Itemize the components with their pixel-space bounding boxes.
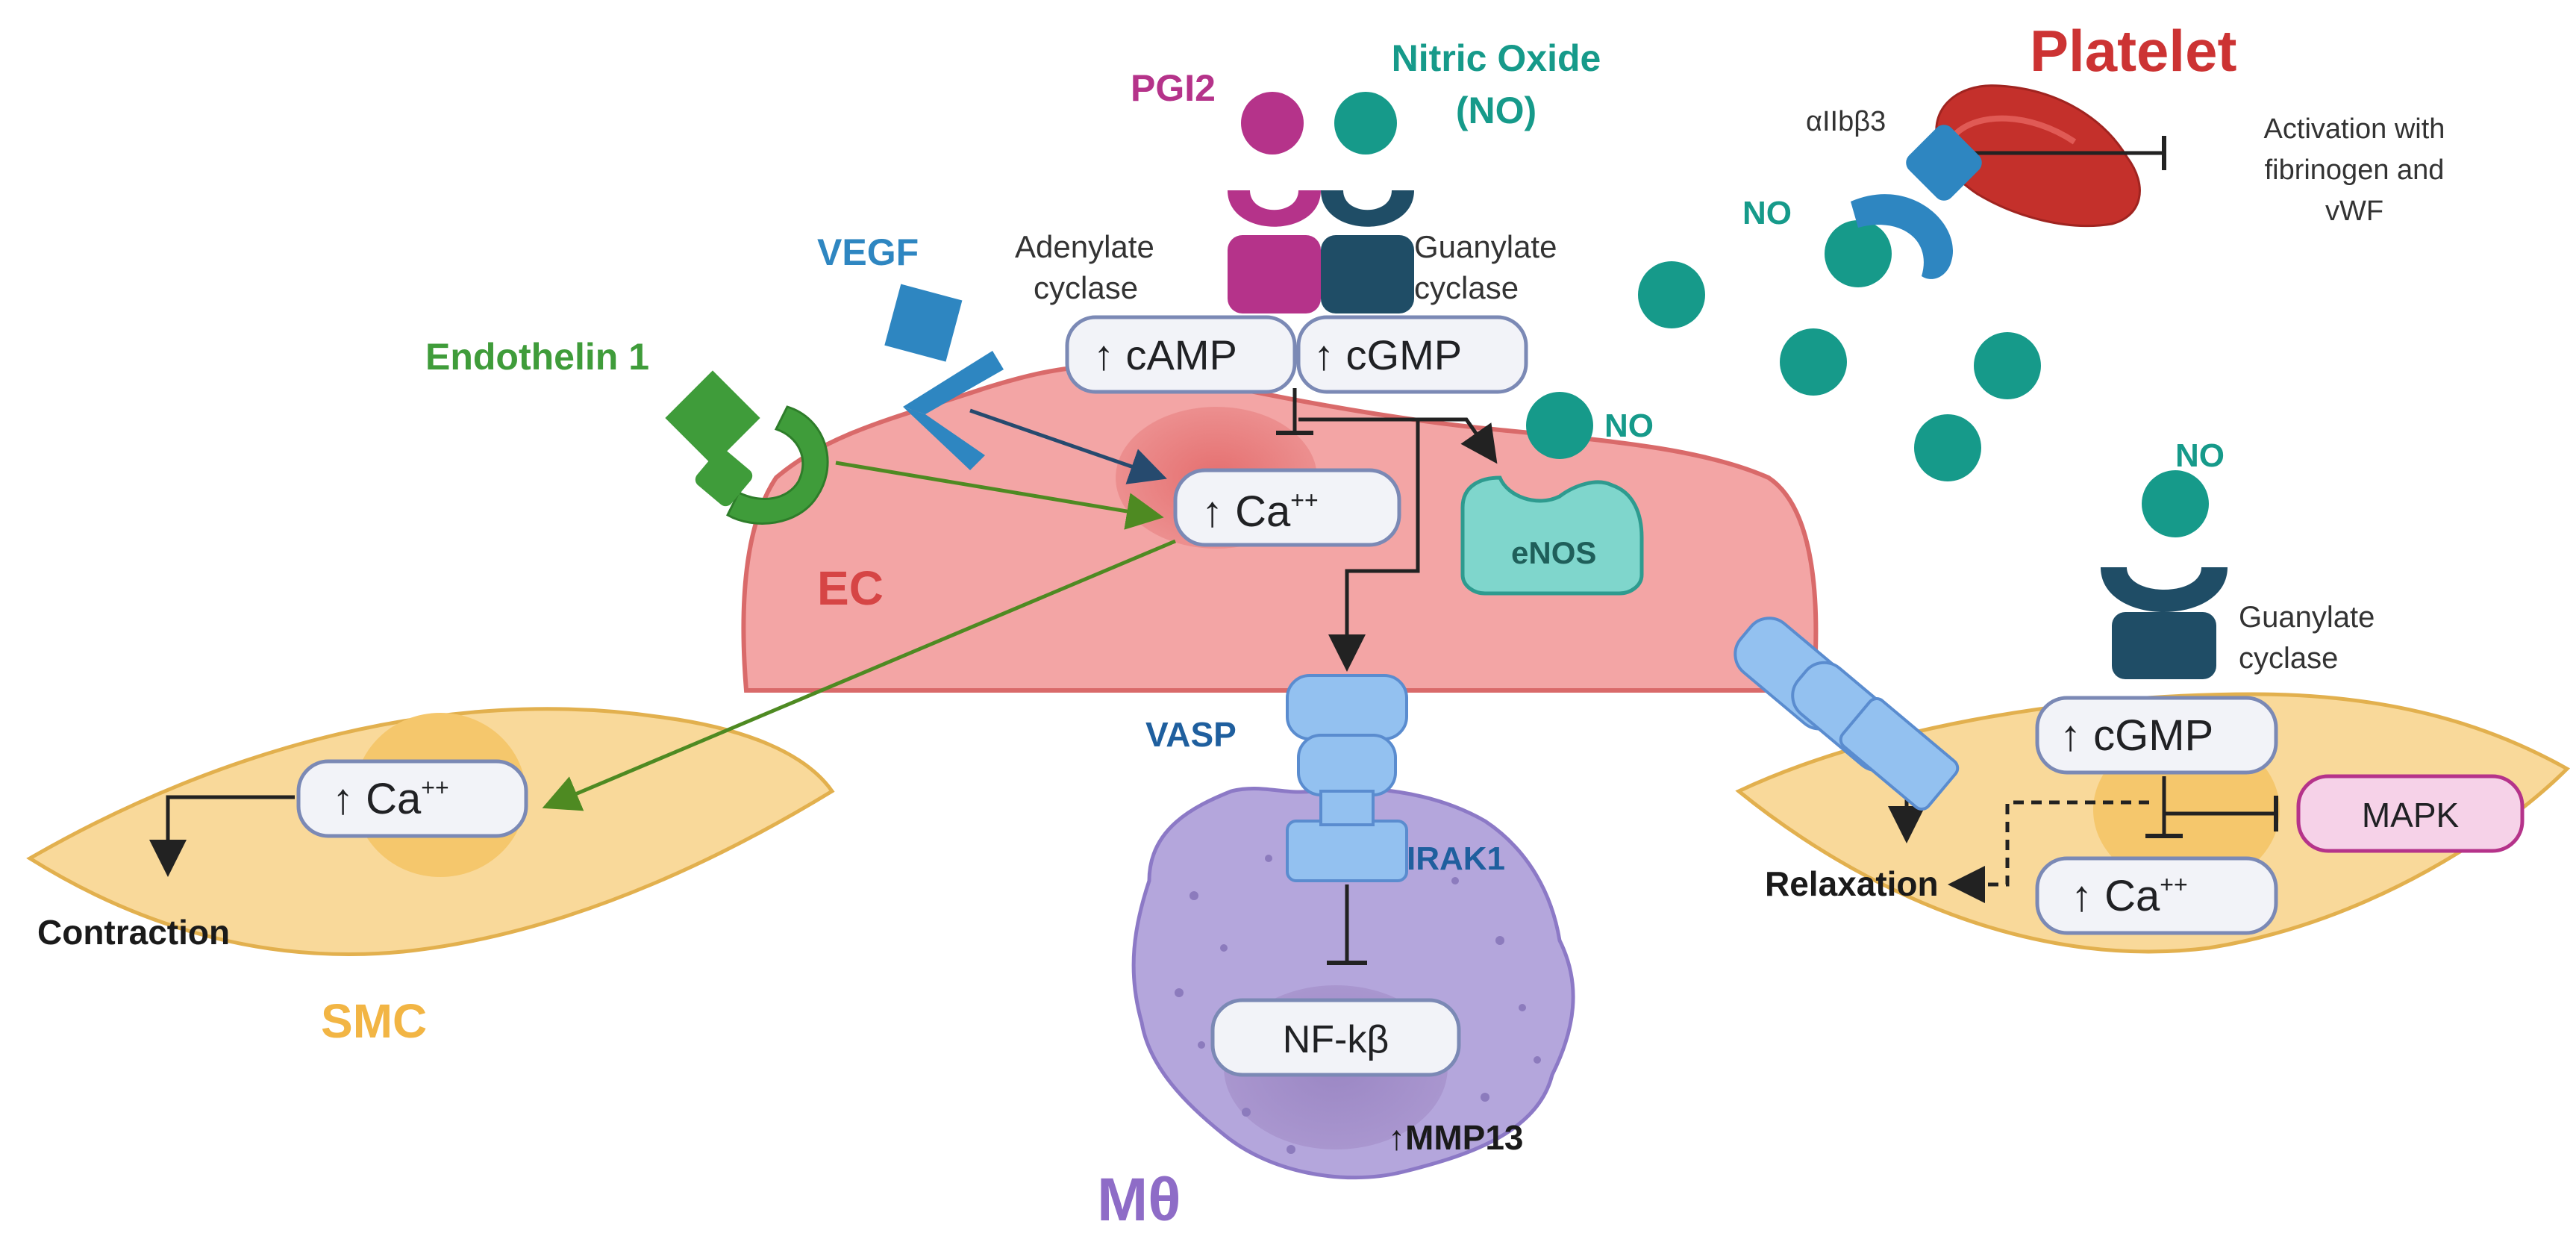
endothelin-ligand [665,370,760,466]
nitric-oxide-abbr-label: (NO) [1456,90,1536,131]
ca-smc-left-box [296,759,528,838]
camp-label: ↑ cAMP [1093,331,1237,378]
adenylate-cyclase-label-line1: Adenylate [1015,229,1154,264]
ca-to-relaxation-dashed-arrow [1948,800,2149,903]
mapk-label: MAPK [2362,796,2460,834]
cgmp-smc-box [2035,696,2278,775]
diagram-labels: PGI2 Nitric Oxide (NO) Adenylate cyclase… [37,18,2459,1234]
vegf-label: VEGF [817,231,919,273]
vasp-label: VASP [1145,715,1237,754]
no-molecule [1638,261,1705,328]
ec-label: EC [817,561,884,615]
adenylate-cyclase-label-line2: cyclase [1034,270,1138,305]
ca-smc-left-label: ↑ Ca++ [332,774,449,823]
cgmp-label: ↑ cGMP [1313,331,1462,378]
macrophage-granules [1175,855,1541,1154]
ec-ca-to-smc-ca-arrow [542,539,1176,811]
activation-label-line2: fibrinogen and [2265,155,2445,186]
no-ligand-top [1334,92,1397,155]
pathway-arrows [149,136,2278,965]
guanylate-cyclase-receptor [1321,190,1414,313]
no-platelet-label: NO [1742,195,1792,231]
cgmp-box [1296,315,1528,394]
nfkb-box [1210,998,1461,1077]
no-smc-label: NO [2175,437,2225,474]
cgmp-to-vasp-arrow [1328,419,1420,672]
camp-box [1065,315,1297,394]
guanylate-cyclase-smc-receptor [2101,567,2228,679]
guanylate-smc-label-line2: cyclase [2239,642,2338,675]
platelet-cell [1935,84,2141,228]
ec-ca-box [1173,468,1401,547]
no-ligand-enos [1526,392,1593,459]
contraction-label: Contraction [37,913,230,952]
enos-label: eNOS [1511,535,1596,570]
irak1-label: IRAK1 [1407,840,1505,877]
nitric-oxide-label: Nitric Oxide [1392,37,1601,79]
ec-ca-label: ↑ Ca++ [1201,487,1319,536]
smc-label: SMC [321,994,427,1048]
no-molecule [1914,414,1981,481]
ca-smc-right-box [2035,856,2278,935]
no-enos-label: NO [1604,408,1654,444]
no-molecule [1974,332,2041,399]
mapk-box [2296,774,2525,853]
integrin-label: αIIbβ3 [1806,106,1886,137]
vegf-to-ca-arrow [969,408,1167,484]
ion-channel [1734,617,1960,811]
endothelin-label: Endothelin 1 [425,336,649,378]
guanylate-cyclase-label-line2: cyclase [1414,270,1519,305]
free-no-molecules [1638,220,2209,537]
endothelin-receptor [695,405,829,525]
ca-to-contraction-arrow [149,795,295,877]
no-molecule [1780,328,1847,396]
adenylate-cyclase-receptor [1228,190,1321,313]
activation-label-line1: Activation with [2264,113,2445,145]
cgmp-smc-label: ↑ cGMP [2060,711,2213,760]
cgmp-to-enos-arrow [1298,417,1498,464]
guanylate-smc-label-line1: Guanylate [2239,601,2375,634]
vasp-irak1-receptor [1286,674,1408,882]
vegf-ligand [884,284,963,362]
pgi2-ligand [1241,92,1304,155]
platelet-label: Platelet [2030,18,2236,84]
mmp13-label: ↑MMP13 [1388,1118,1523,1157]
integrin-receptor [1851,125,1982,279]
pgi2-label: PGI2 [1131,67,1216,109]
nfkb-label: NF-kβ [1283,1018,1389,1061]
enos-enzyme [1460,392,1644,596]
no-molecule [2142,470,2209,537]
no-molecule [1825,220,1892,287]
guanylate-cyclase-label-line1: Guanylate [1414,229,1557,264]
mtheta-label: Mθ [1097,1166,1181,1234]
relaxation-label: Relaxation [1765,864,1939,903]
activation-label-line3: vWF [2325,196,2383,227]
ca-smc-right-label: ↑ Ca++ [2071,871,2188,920]
endothelin-to-ca-arrow [835,461,1164,530]
vegf-receptor [903,351,1004,470]
